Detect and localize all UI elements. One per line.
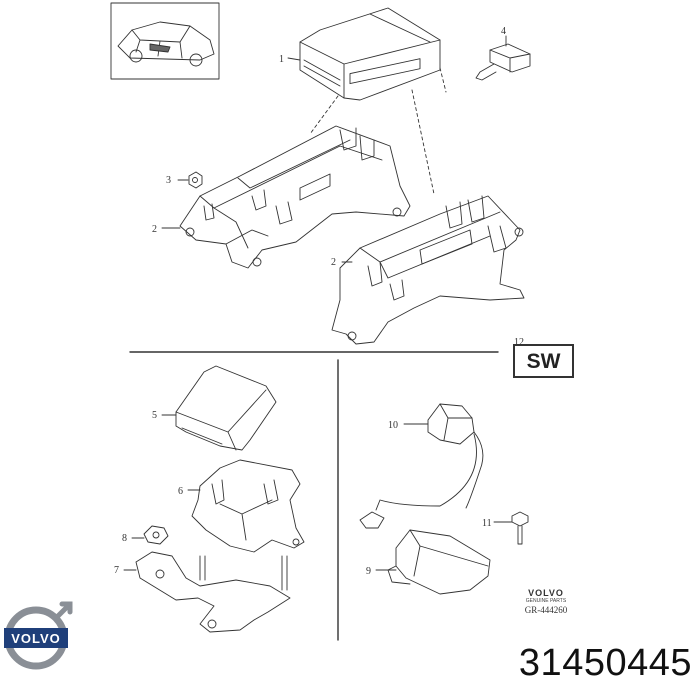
callout-1: 1: [279, 54, 284, 65]
part-7-plate: [135, 551, 291, 633]
callout-9: 9: [366, 566, 371, 577]
callout-11: 11: [482, 518, 492, 529]
reference-code: GR-444260: [524, 605, 568, 615]
volvo-logo: VOLVO: [4, 601, 73, 670]
part-number: 31450445: [518, 642, 692, 684]
callout-12: 12: [514, 337, 524, 348]
callout-5: 5: [152, 410, 157, 421]
brand-name: VOLVO: [528, 588, 564, 598]
part-6-bracket: [191, 459, 305, 553]
brand-subtitle: GENUINE PARTS: [525, 598, 567, 604]
part-1-module: [299, 7, 441, 101]
part-10-connector: [375, 403, 484, 511]
part-4-sensor: [475, 43, 531, 81]
callout-6: 6: [178, 486, 183, 497]
part-9-antenna: [387, 529, 491, 595]
callout-2-lower: 2: [331, 257, 336, 268]
logo-text: VOLVO: [11, 631, 61, 646]
vehicle-thumbnail: [110, 2, 220, 80]
brand-block: VOLVO GENUINE PARTS GR-444260: [516, 588, 576, 616]
sw-label: SW: [526, 350, 561, 373]
callout-7: 7: [114, 565, 119, 576]
part-2-bracket-lower: [331, 195, 525, 345]
callout-2: 2: [152, 224, 157, 235]
callout-3: 3: [166, 175, 171, 186]
part-3-nut: [188, 171, 203, 189]
part-8-nut: [143, 525, 169, 545]
part-5-module: [175, 365, 277, 451]
callout-10: 10: [388, 420, 398, 431]
part-11-bolt: [511, 511, 529, 545]
callout-4: 4: [501, 26, 506, 37]
sw-badge: SW: [513, 344, 574, 378]
part-2-bracket-upper: [179, 125, 411, 269]
callout-8: 8: [122, 533, 127, 544]
